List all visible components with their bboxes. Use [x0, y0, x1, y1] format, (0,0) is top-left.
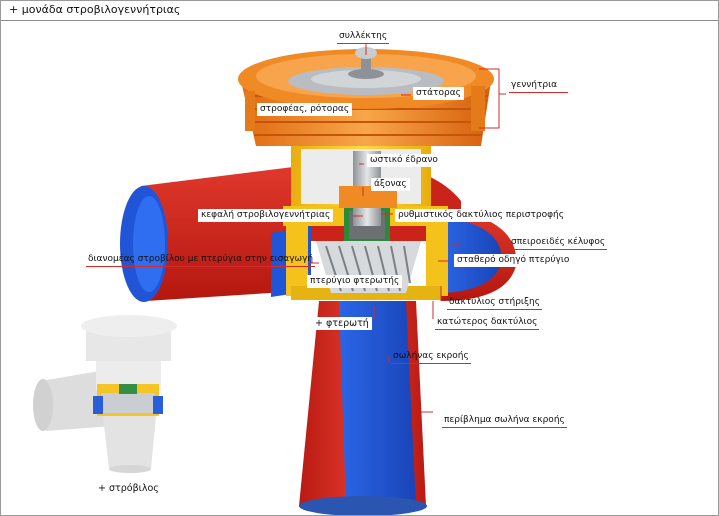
label-turbine-head: κεφαλή στροβιλογεννήτριας	[198, 209, 334, 222]
label-draft-tube-liner: περίβλημα σωλήνα εκροής	[442, 415, 567, 428]
label-stator: στάτορας	[413, 87, 464, 100]
label-shaft: άξονας	[371, 178, 410, 191]
unit-link[interactable]: + μονάδα στροβιλογεννήτριας	[9, 3, 181, 16]
label-distributor: διανομέας στροβίλου με πτερύγια στην εισ…	[86, 254, 316, 267]
thrust-bearing-shape	[339, 186, 397, 208]
runner-link[interactable]: + φτερωτή	[312, 317, 372, 330]
label-stay-vane: σταθερό οδηγό πτερύγιο	[454, 254, 573, 267]
label-spiral-case: σπειροειδές κέλυφος	[509, 237, 608, 250]
label-generator: γεννήτρια	[509, 80, 568, 93]
label-draft-tube: σωλήνας εκροής	[391, 351, 471, 364]
turbine-link[interactable]: + στρόβιλος	[98, 483, 159, 494]
label-rotor: στροφέας, ρότορας	[257, 103, 353, 116]
draft-tube-shape	[299, 301, 427, 515]
leader-lines	[309, 43, 506, 413]
header-bar: + μονάδα στροβιλογεννήτριας	[1, 1, 718, 21]
label-bottom-ring: δακτύλιος στήριξης	[447, 297, 542, 310]
label-lower-ring: κατώτερος δακτύλιος	[435, 317, 540, 330]
label-collector: συλλέκτης	[337, 31, 390, 44]
label-wicket-ring: ρυθμιστικός δακτύλιος περιστροφής	[395, 209, 568, 222]
mini-turbine-thumbnail[interactable]	[33, 315, 177, 473]
label-runner-blade: πτερύγιο φτερωτής	[307, 275, 403, 288]
generator-bracket	[479, 68, 500, 129]
label-thrust-bearing: ωστικό έδρανο	[367, 154, 441, 167]
